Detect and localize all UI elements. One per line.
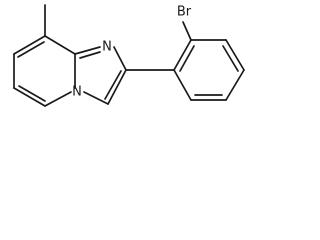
pyridine-bond-c8a-c8	[44, 35, 76, 55]
pyridine-bond-c6-c5-double	[18, 85, 46, 102]
structure-canvas: Br N N	[0, 0, 260, 128]
imidazole-bond-c2-c3	[107, 69, 127, 105]
imidazole-bond-c2-c3-double	[104, 70, 122, 100]
imidazole-bond-c8a-n1	[74, 46, 101, 55]
phenyl-bond-1-double	[179, 45, 195, 72]
bromine-atom-label: Br	[177, 5, 192, 20]
imidazole-bond-n1-c2	[113, 46, 127, 71]
imidazole-bond-c8a-n1-double	[79, 51, 101, 59]
phenyl-bond-4	[225, 69, 245, 101]
pyridine-bond-c6-c5	[13, 87, 46, 107]
molecule-structure: Br N N	[13, 4, 245, 107]
imidazole-bond-c3-n4	[83, 91, 109, 105]
bromine-bond	[182, 21, 192, 41]
phenyl-bond-3	[225, 39, 245, 71]
phenyl-bond-6	[173, 69, 192, 101]
pyridine-bond-c8-c7-double	[17, 41, 45, 58]
pyridine-bond-c5-n4	[44, 91, 72, 107]
pyridine-bond-c8-c7	[13, 35, 46, 55]
phenyl-bond-3-double	[222, 45, 239, 72]
imidazole-nitrogen-label: N	[102, 40, 112, 55]
bridgehead-nitrogen-label: N	[72, 85, 82, 100]
phenyl-bond-1	[173, 39, 192, 71]
